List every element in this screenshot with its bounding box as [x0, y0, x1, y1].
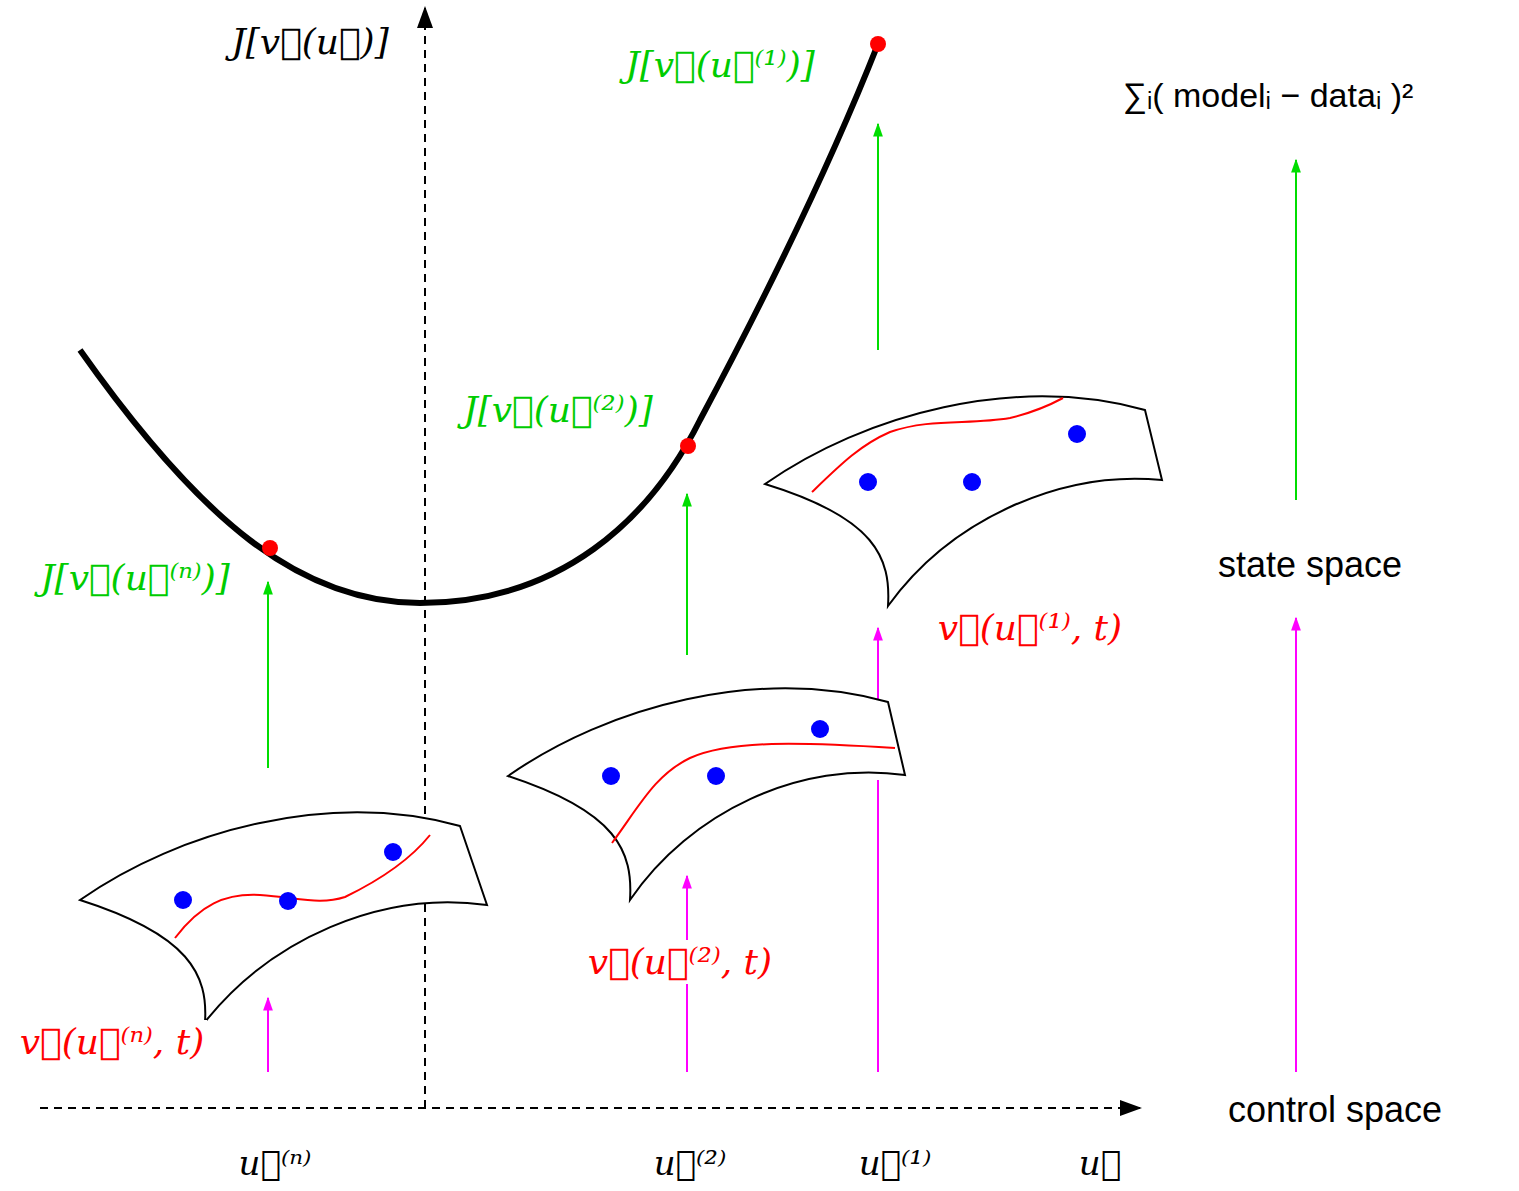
state-label: v⃗(u⃗⁽²⁾, t): [585, 940, 775, 983]
control-value: u⃗⁽²⁾: [651, 1143, 730, 1184]
data-point: [859, 473, 877, 491]
data-point: [707, 767, 725, 785]
cost-label: J[v⃗(u⃗⁽²⁾)]: [460, 388, 655, 431]
surface-outline: [508, 689, 905, 900]
space-label: control space: [1225, 1088, 1445, 1131]
state-label: v⃗(u⃗⁽ⁿ⁾, t): [17, 1020, 207, 1063]
data-point: [279, 892, 297, 910]
cost-curve: [80, 44, 878, 603]
data-point: [174, 891, 192, 909]
data-point: [384, 843, 402, 861]
axis-label: u⃗: [1076, 1143, 1124, 1184]
cost-arrow: [267, 582, 269, 768]
state-label: v⃗(u⃗⁽¹⁾, t): [935, 606, 1125, 649]
cost-axis: [424, 8, 426, 1108]
control-arrow: [1295, 618, 1297, 1072]
state-surface: [508, 689, 905, 900]
data-point: [811, 720, 829, 738]
trajectory: [175, 835, 430, 938]
trajectory: [612, 744, 895, 843]
cost-point: [680, 438, 696, 454]
cost-arrow: [686, 494, 688, 655]
space-label: state space: [1215, 543, 1405, 586]
control-axis: [40, 1107, 1140, 1109]
cost-point: [262, 540, 278, 556]
cost-label: J[v⃗(u⃗⁽ⁿ⁾)]: [37, 556, 233, 599]
axis-label: J[v⃗(u⃗)]: [228, 20, 391, 63]
cost-label: J[v⃗(u⃗⁽¹⁾)]: [622, 43, 817, 86]
control-value: u⃗⁽ⁿ⁾: [236, 1143, 315, 1184]
data-point: [602, 767, 620, 785]
surface-outline: [80, 813, 487, 1022]
surface-outline: [765, 397, 1162, 606]
data-point: [963, 473, 981, 491]
control-value: u⃗⁽¹⁾: [856, 1143, 935, 1184]
control-arrow: [877, 780, 879, 1072]
control-arrow: [267, 998, 269, 1072]
trajectory: [812, 398, 1063, 492]
cost-point: [870, 36, 886, 52]
cost-arrow: [1295, 160, 1297, 500]
cost-formula: ∑ᵢ( modelᵢ − dataᵢ )²: [1120, 75, 1417, 116]
state-surface: [80, 813, 487, 1022]
cost-arrow: [877, 124, 879, 350]
data-point: [1068, 425, 1086, 443]
state-surface: [765, 397, 1162, 606]
